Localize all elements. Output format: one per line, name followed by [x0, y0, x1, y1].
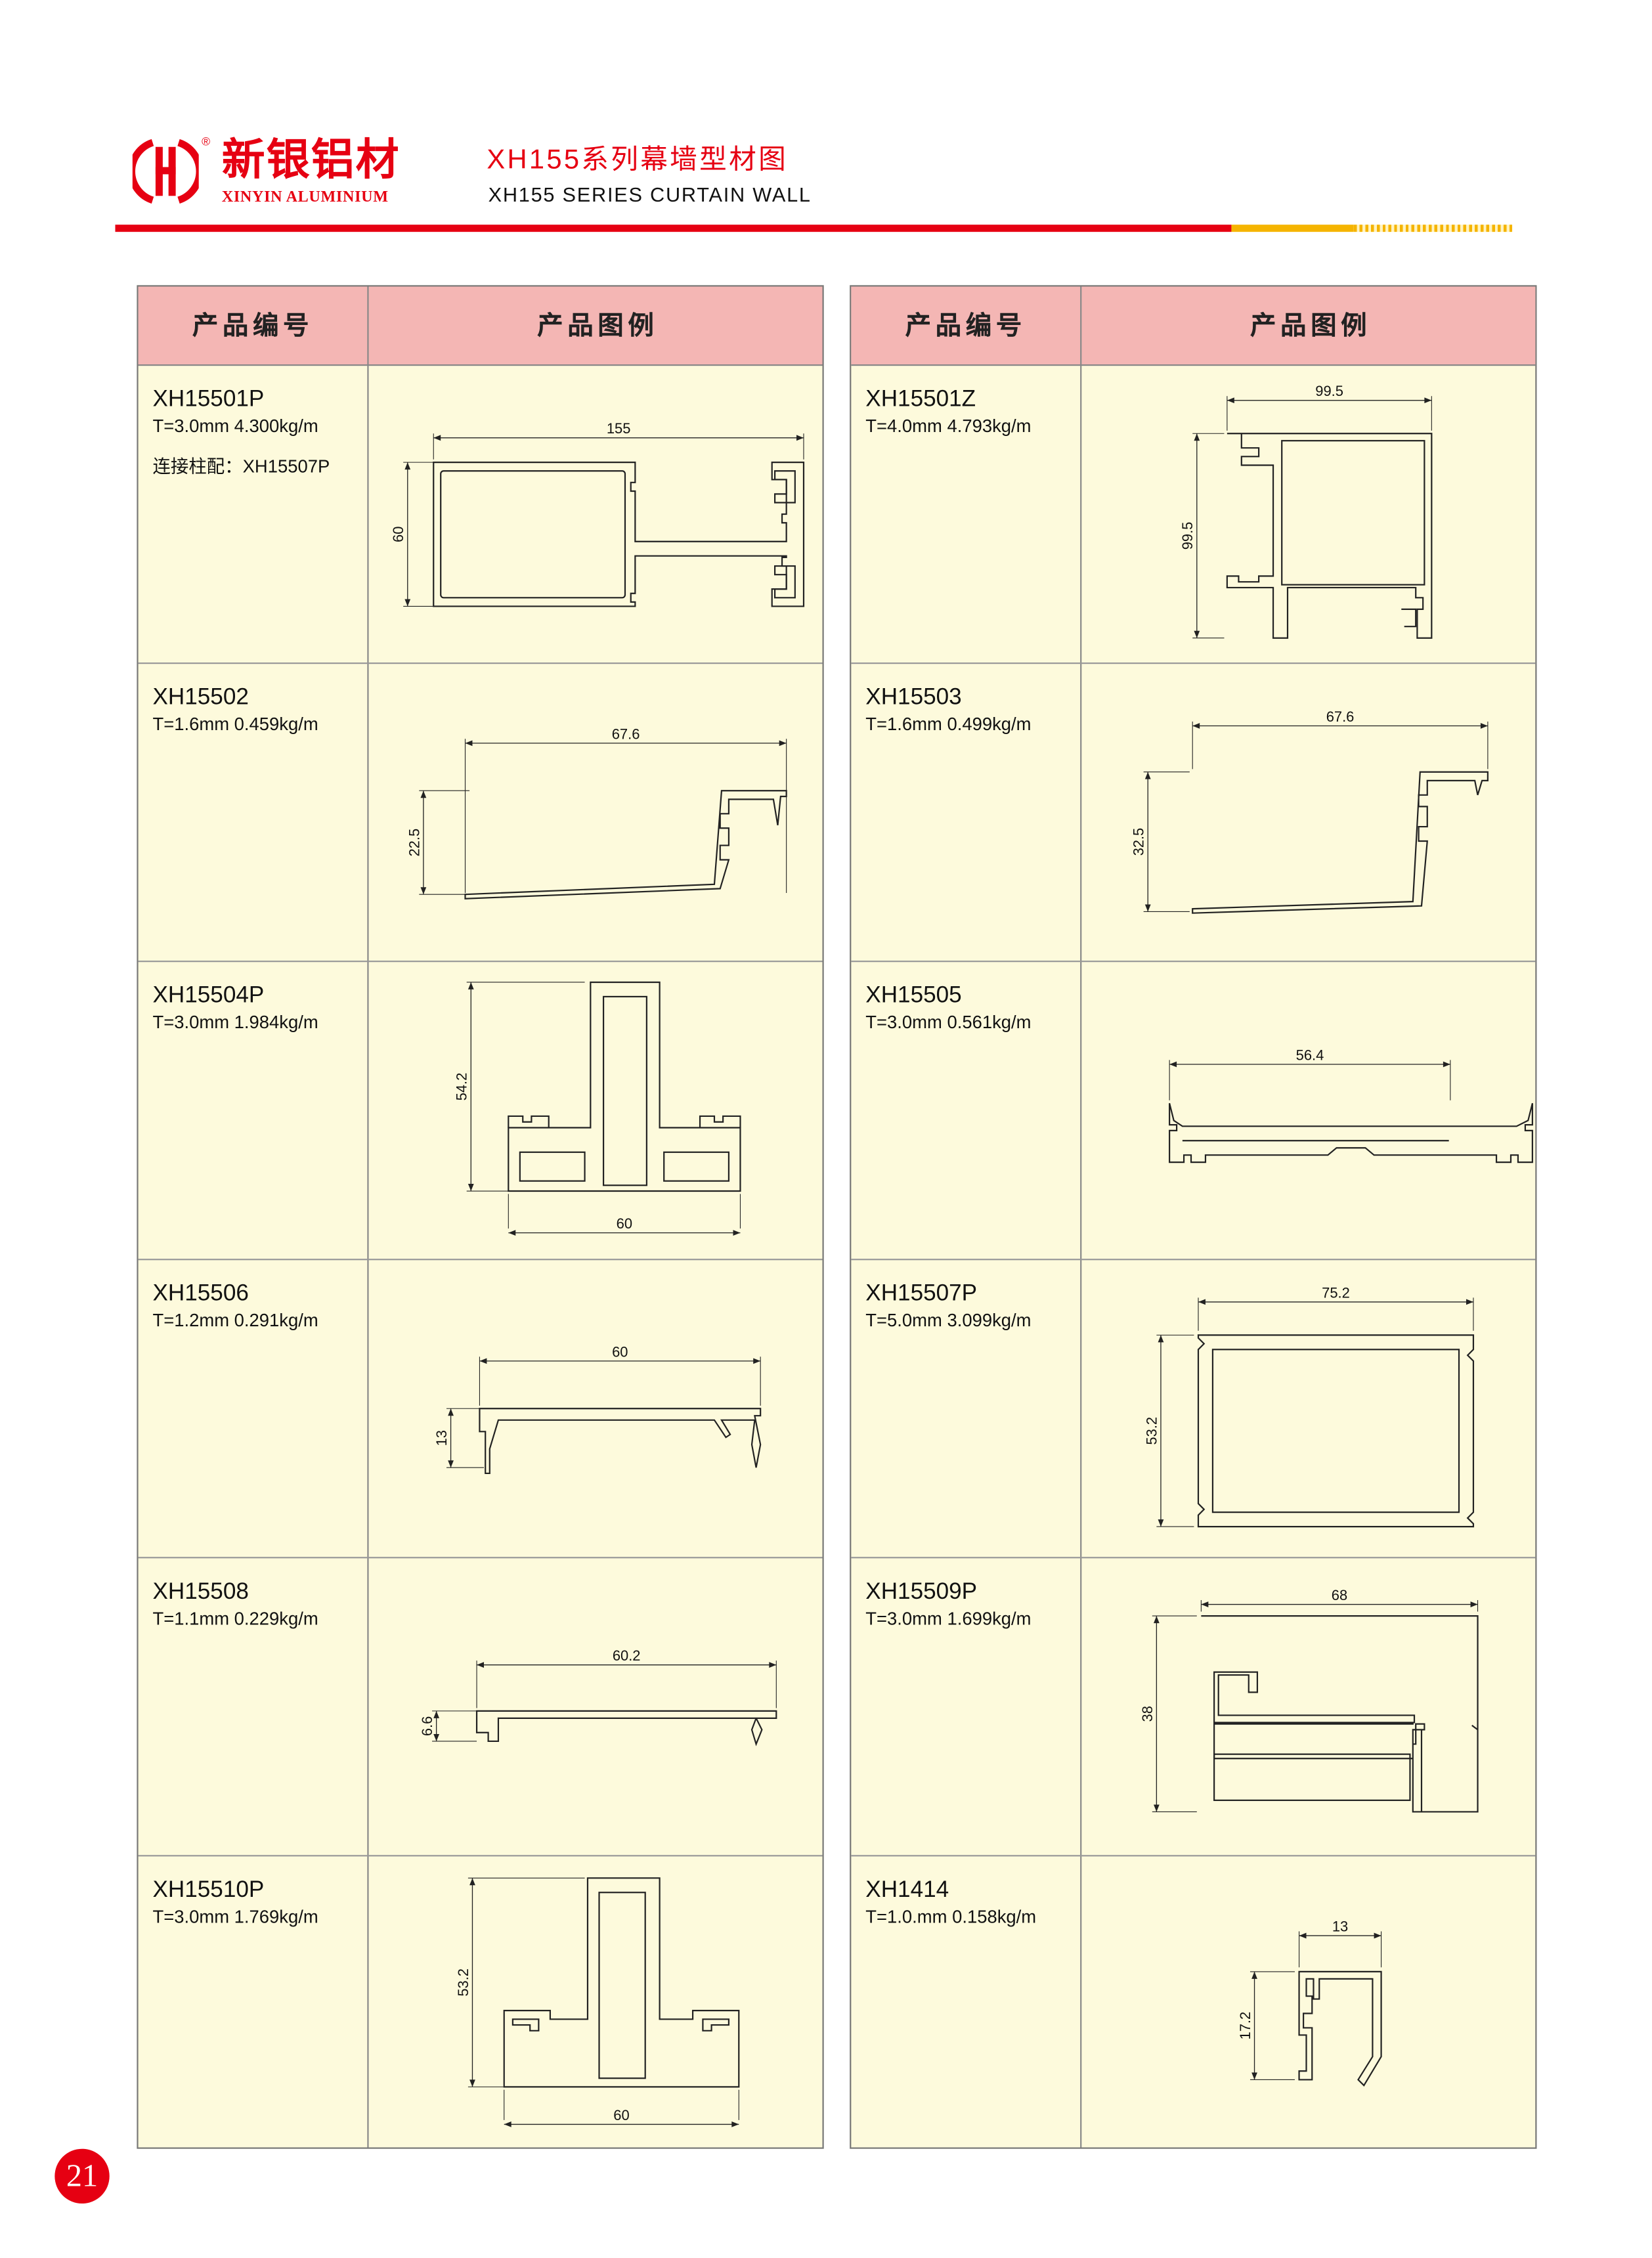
header-bar-striped [1353, 225, 1513, 232]
product-code: XH15503 [865, 685, 962, 710]
product-spec: T=1.0.mm 0.158kg/m [865, 1907, 1037, 1927]
product-spec: T=3.0mm 0.561kg/m [865, 1012, 1032, 1033]
product-table-left: 产品编号 产品图例 XH15501P T=3.0mm 4.300kg/m 连接柱配… [137, 285, 824, 2149]
dimension-label: 38 [1139, 1706, 1156, 1722]
product-spec: T=1.1mm 0.229kg/m [152, 1609, 318, 1629]
dimension-label: 53.2 [1143, 1417, 1160, 1445]
brand-name-en: XINYIN ALUMINIUM [221, 188, 389, 206]
product-code: XH15501P [152, 387, 265, 412]
product-row: XH1414 T=1.0.mm 0.158kg/m 13 17.2 [851, 1855, 1535, 2153]
column-divider [1080, 286, 1082, 2148]
dimension-label: 56.4 [1296, 1047, 1324, 1063]
dimension-label: 54.2 [454, 1073, 470, 1101]
header-code: 产品编号 [905, 311, 1026, 340]
product-spec: T=1.6mm 0.459kg/m [152, 714, 318, 735]
product-spec: T=3.0mm 1.769kg/m [152, 1907, 318, 1927]
dimension-label: 67.6 [1326, 708, 1355, 725]
dimension-label: 155 [607, 420, 631, 437]
product-spec: T=1.6mm 0.499kg/m [865, 714, 1032, 735]
dimension-label: 13 [433, 1430, 450, 1446]
product-row: XH15501P T=3.0mm 4.300kg/m 连接柱配：XH15507P… [138, 364, 823, 664]
product-spec: T=4.0mm 4.793kg/m [865, 416, 1032, 437]
header-figure: 产品图例 [1250, 311, 1372, 340]
profile-drawing: 54.2 60 [454, 981, 741, 1236]
dimension-label: 99.5 [1179, 522, 1196, 550]
dimension-label: 60 [613, 2107, 629, 2123]
brand-name-cn: 新银铝材 [221, 135, 401, 186]
product-code: XH15504P [152, 984, 265, 1009]
dimension-label: 17.2 [1237, 2012, 1253, 2040]
product-code: XH1414 [865, 1878, 949, 1903]
dimension-label: 75.2 [1322, 1284, 1350, 1301]
product-row: XH15506 T=1.2mm 0.291kg/m 60 13 [138, 1259, 823, 1559]
profile-drawing: 13 17.2 [1237, 1918, 1382, 2087]
product-code: XH15501Z [865, 387, 976, 412]
header-code: 产品编号 [192, 311, 314, 340]
table-header: 产品编号 产品图例 [851, 286, 1536, 366]
dimension-label: 22.5 [406, 829, 422, 857]
profile-drawing: 60 13 [433, 1343, 762, 1475]
product-spec: T=3.0mm 1.984kg/m [152, 1012, 318, 1033]
product-spec: T=3.0mm 1.699kg/m [865, 1609, 1032, 1629]
profile-drawing: 67.6 32.5 [1131, 708, 1489, 914]
product-table-right: 产品编号 产品图例 XH15501Z T=4.0mm 4.793kg/m 99.5… [850, 285, 1537, 2149]
product-code: XH15508 [152, 1580, 249, 1605]
dimension-label: 13 [1332, 1918, 1348, 1934]
dimension-label: 60 [612, 1343, 628, 1360]
product-row: XH15508 T=1.1mm 0.229kg/m 60.2 6.6 [138, 1557, 823, 1857]
profile-drawing: 60.2 6.6 [419, 1647, 777, 1747]
product-code: XH15507P [865, 1282, 978, 1307]
dimension-label: 53.2 [455, 1968, 471, 1997]
product-spec: T=5.0mm 3.099kg/m [865, 1311, 1032, 1331]
profile-drawing: 99.5 99.5 [1179, 383, 1433, 639]
product-row: XH15501Z T=4.0mm 4.793kg/m 99.5 99.5 [851, 364, 1536, 664]
column-divider [367, 286, 369, 2148]
dimension-label: 6.6 [419, 1716, 435, 1736]
profile-drawing: 68 38 [1139, 1587, 1479, 1813]
product-code: XH15502 [152, 685, 249, 710]
profile-drawing: 67.6 22.5 [406, 726, 787, 900]
product-code: XH15506 [152, 1282, 249, 1307]
product-row: XH15507P T=5.0mm 3.099kg/m 75.2 53.2 [851, 1259, 1536, 1559]
page-number: 21 [54, 2148, 110, 2204]
header-bar-red [115, 225, 1232, 232]
xinyin-logo-icon [132, 139, 199, 204]
dimension-label: 99.5 [1315, 383, 1343, 399]
product-row: XH15504P T=3.0mm 1.984kg/m 54.2 60 [138, 961, 823, 1261]
product-row: XH15509P T=3.0mm 1.699kg/m 68 38 [851, 1557, 1536, 1857]
product-code: XH15510P [152, 1878, 265, 1903]
product-note: 连接柱配：XH15507P [152, 456, 330, 477]
profile-drawing: 155 60 [390, 420, 805, 607]
header-figure: 产品图例 [537, 311, 659, 340]
registered-mark: ® [202, 135, 211, 148]
profile-drawing: 56.4 [1169, 1047, 1533, 1163]
page-title-cn: XH155系列幕墙型材图 [487, 145, 789, 176]
dimension-label: 32.5 [1131, 828, 1147, 856]
header-bar-yellow [1231, 225, 1354, 232]
table-header: 产品编号 产品图例 [138, 286, 823, 366]
product-spec: T=1.2mm 0.291kg/m [152, 1311, 318, 1331]
product-row: XH15502 T=1.6mm 0.459kg/m 67.6 22.5 [138, 662, 823, 963]
product-spec: T=3.0mm 4.300kg/m [152, 416, 318, 437]
dimension-label: 60.2 [613, 1647, 641, 1664]
dimension-label: 60 [617, 1215, 632, 1232]
profile-drawing: 53.2 60 [455, 1877, 740, 2127]
dimension-label: 68 [1332, 1587, 1347, 1603]
dimension-label: 67.6 [612, 726, 640, 742]
product-code: XH15509P [865, 1580, 978, 1605]
profile-drawing: 75.2 53.2 [1143, 1284, 1475, 1528]
dimension-label: 60 [390, 527, 406, 542]
page-title-en: XH155 SERIES CURTAIN WALL [488, 183, 812, 206]
product-row: XH15510P T=3.0mm 1.769kg/m 53.2 60 [139, 1855, 823, 2153]
product-code: XH15505 [865, 984, 962, 1009]
product-row: XH15505 T=3.0mm 0.561kg/m 56.4 [851, 961, 1536, 1261]
product-row: XH15503 T=1.6mm 0.499kg/m 67.6 32.5 [851, 662, 1536, 963]
